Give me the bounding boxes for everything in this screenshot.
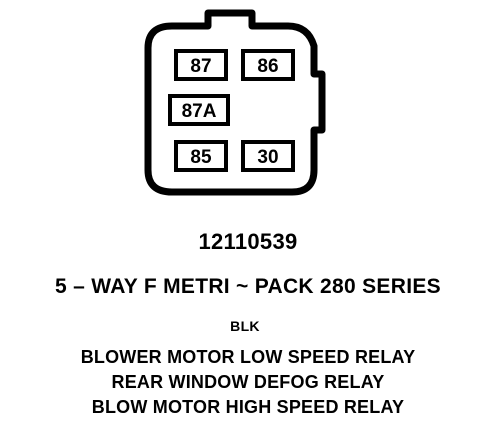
usage-item: BLOW MOTOR HIGH SPEED RELAY <box>91 397 405 417</box>
pin-label-87: 87 <box>190 56 211 77</box>
pin-label-86: 86 <box>257 56 278 77</box>
pin-label-85: 85 <box>190 147 212 168</box>
pin-label-87a: 87A <box>182 101 217 122</box>
pin-cell-86 <box>241 49 295 81</box>
connector-face-diagram: 87 86 87A 85 30 <box>144 9 326 196</box>
connector-housing-outline <box>144 9 326 196</box>
pin-label-30: 30 <box>257 147 278 168</box>
pin-cell-87 <box>174 49 228 81</box>
connector-type: 5 – WAY F METRI ~ PACK 280 SERIES <box>55 275 441 298</box>
pin-cell-30 <box>241 140 295 172</box>
connector-color-code: BLK <box>230 318 260 334</box>
part-number: 12110539 <box>198 229 298 254</box>
pin-cell-85 <box>174 140 228 172</box>
usage-item: BLOWER MOTOR LOW SPEED RELAY <box>80 347 416 367</box>
usage-item: REAR WINDOW DEFOG RELAY <box>111 372 385 392</box>
pin-cell-87a <box>168 94 230 126</box>
connector-usage-list: BLOWER MOTOR LOW SPEED RELAY REAR WINDOW… <box>0 345 496 420</box>
